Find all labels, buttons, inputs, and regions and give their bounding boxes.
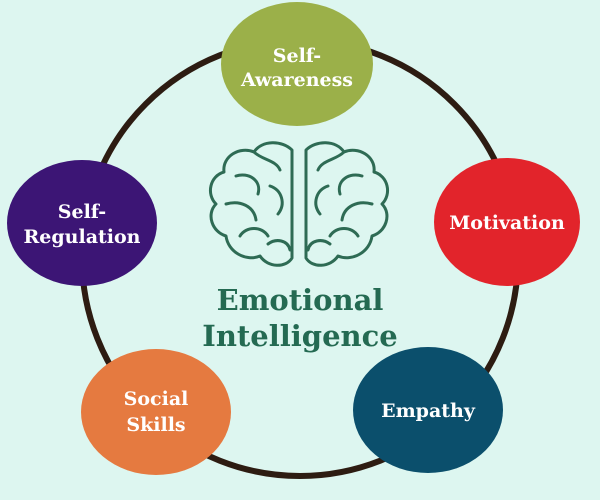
node-social-skills-circle xyxy=(81,349,231,475)
node-social-skills-line1: Social xyxy=(124,388,189,410)
node-self-awareness-line2: Awareness xyxy=(240,69,353,91)
node-social-skills: Social Skills xyxy=(81,349,231,475)
node-self-regulation-line2: Regulation xyxy=(24,226,141,248)
node-empathy-line1: Empathy xyxy=(381,400,476,422)
node-self-awareness-line1: Self- xyxy=(273,45,321,67)
node-self-awareness-circle xyxy=(221,2,373,126)
node-empathy-circle xyxy=(353,347,503,473)
node-motivation: Motivation xyxy=(434,158,580,286)
node-self-regulation-line1: Self- xyxy=(58,201,106,223)
brain-icon xyxy=(208,141,390,267)
node-social-skills-line2: Skills xyxy=(126,414,185,436)
node-empathy: Empathy xyxy=(353,347,503,473)
node-motivation-line1: Motivation xyxy=(449,212,565,234)
node-self-regulation-circle xyxy=(7,160,157,286)
center-title-line1: Emotional xyxy=(217,283,384,317)
node-self-awareness: Self- Awareness xyxy=(221,2,373,126)
node-motivation-circle xyxy=(434,158,580,286)
node-self-regulation: Self- Regulation xyxy=(7,160,157,286)
center-title-line2: Intelligence xyxy=(202,319,397,353)
